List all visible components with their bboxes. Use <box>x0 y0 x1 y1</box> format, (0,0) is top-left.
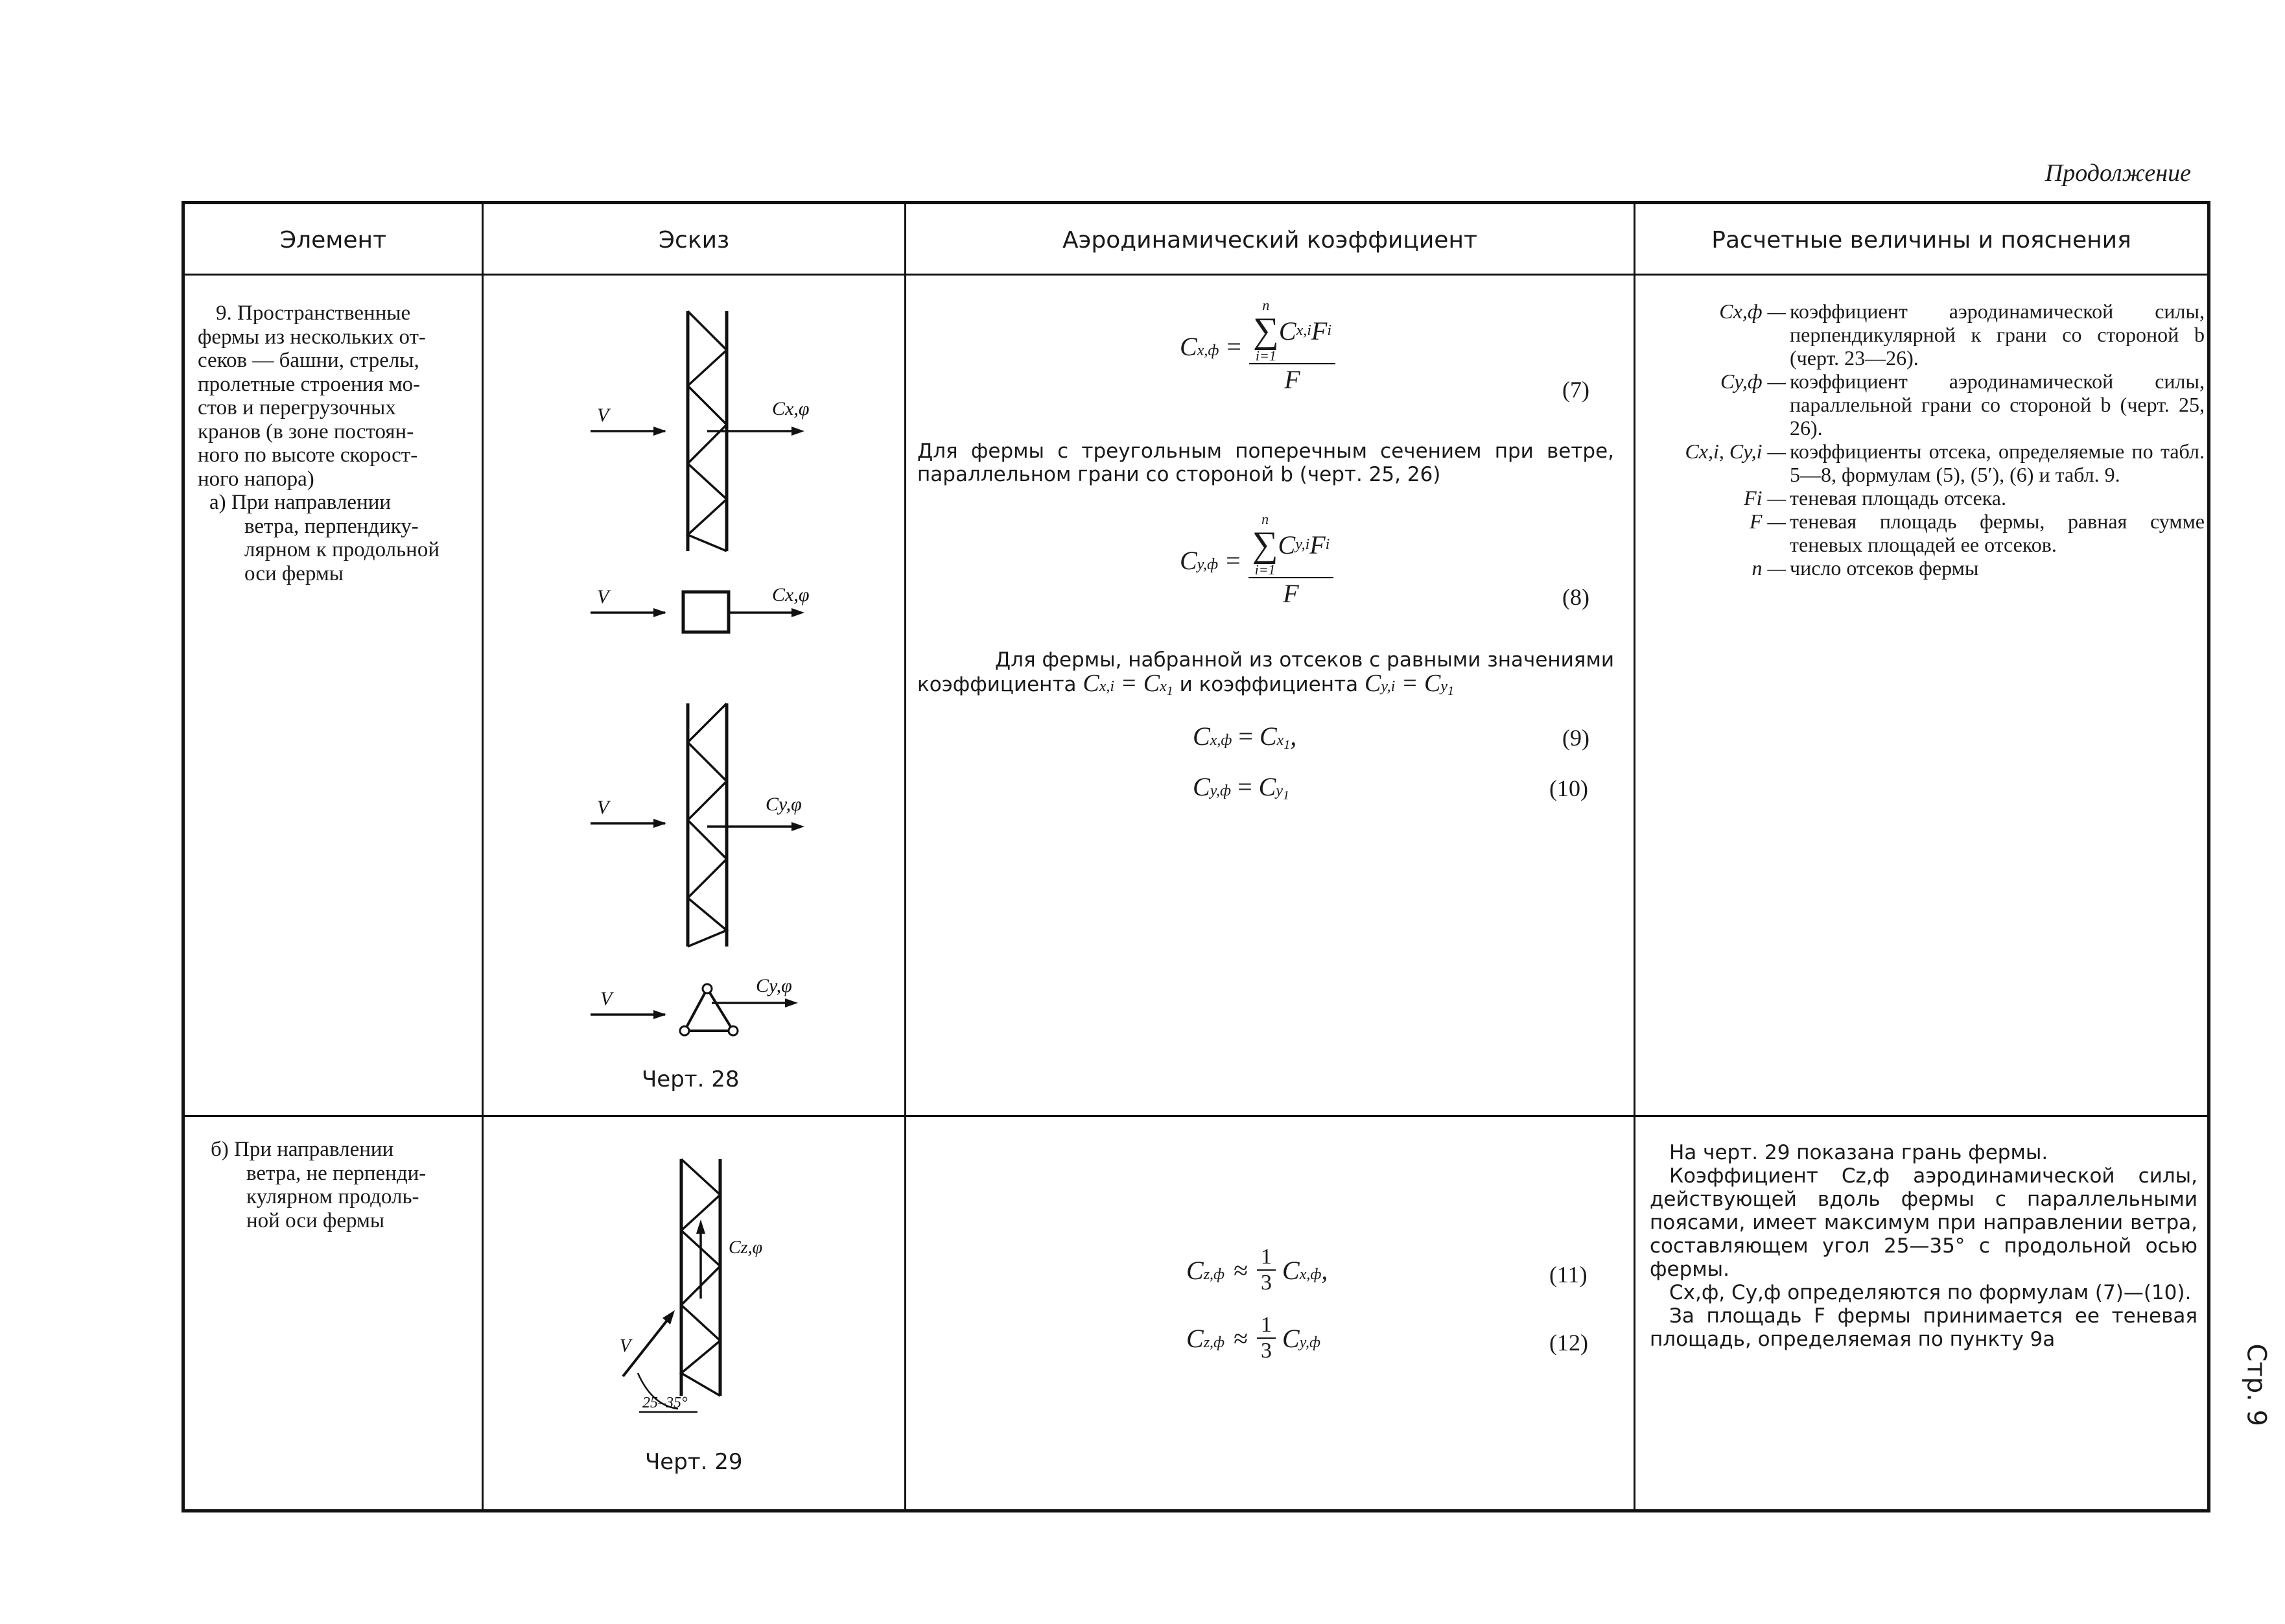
sketch-label-v: V <box>600 988 615 1009</box>
element-line: кулярном продоль- <box>246 1185 419 1208</box>
row2-element: б) При направлении ветра, не перпенди- к… <box>211 1138 476 1232</box>
equation-9: Cx,ф = Cx1, <box>1193 722 1297 752</box>
element-subline: лярном к продольной <box>244 538 439 561</box>
explanation-paragraph: На черт. 29 показана грань фермы. <box>1669 1141 2048 1164</box>
element-subline: а) При направлении <box>209 491 392 514</box>
element-line: ного по высоте скорост- <box>198 443 418 467</box>
definition-item: Fi —теневая площадь отсека. <box>1744 486 2006 510</box>
sketch-label-v: V <box>597 405 611 426</box>
row1-element: 9. Пространственные фермы из нескольких … <box>198 301 476 585</box>
row2-explanation: На черт. 29 показана грань фермы. Коэффи… <box>1650 1141 2197 1351</box>
explanation-paragraph: Коэффициент Cz,ф аэродинамической силы, … <box>1650 1164 2197 1281</box>
sketch-label-angle: 25–35° <box>642 1395 688 1411</box>
text-triangular: Для фермы с треугольным поперечным сечен… <box>917 440 1614 486</box>
element-line: ветра, не перпенди- <box>246 1161 427 1185</box>
explanation-paragraph: За площадь F фермы принимается ее тенева… <box>1650 1304 2197 1351</box>
equation-10: Cy,ф = Cy1 <box>1193 772 1289 803</box>
header-element: Элемент <box>279 226 387 253</box>
sketch-label-cx: Cx,φ <box>772 398 809 419</box>
element-line: ной оси фермы <box>246 1208 385 1232</box>
sketch-29: V Cz,φ 25–35° <box>620 1158 762 1413</box>
eq9-number: (9) <box>1562 725 1589 751</box>
header-sketch: Эскиз <box>658 226 730 253</box>
sketch-28-caption: Черт. 28 <box>642 1066 740 1092</box>
explanation-paragraph: Cx,ф, Cy,ф определяются по формулам (7)—… <box>1669 1281 2192 1304</box>
element-subline: ветра, перпендику- <box>244 514 419 538</box>
row1-definitions: Cx,ф —коэффициент аэродинамической силы,… <box>1650 300 2205 580</box>
eq11-number: (11) <box>1549 1262 1588 1288</box>
element-line: секов — башни, стрелы, <box>198 349 419 372</box>
eq8-number: (8) <box>1562 584 1589 610</box>
element-line: кранов (в зоне постоян- <box>198 419 414 443</box>
sketch-label-cy: Cy,φ <box>766 794 802 815</box>
sketch-label-cx: Cx,φ <box>772 584 809 606</box>
element-line: б) При направлении <box>211 1138 394 1161</box>
definition-item: Cx,i, Cy,i —коэффициенты отсека, определ… <box>1685 440 2205 486</box>
element-line: пролетные строения мо- <box>198 372 421 396</box>
continuation-label: Продолжение <box>2045 159 2191 187</box>
sketch-28: V Cx,φ V Cx,φ V Cy,φ V Cy,φ <box>591 310 809 1037</box>
element-line: фермы из нескольких от- <box>198 325 426 349</box>
definition-item: Cx,ф —коэффициент аэродинамической силы,… <box>1719 300 2205 370</box>
eq12-number: (12) <box>1549 1330 1588 1356</box>
element-subline: оси фермы <box>244 561 344 585</box>
definition-item: Cy,ф —коэффициент аэродинамической силы,… <box>1720 370 2205 440</box>
text-equal-compartments: Для фермы, набранной из отсеков с равным… <box>917 648 1614 698</box>
sketch-29-caption: Черт. 29 <box>645 1449 743 1475</box>
element-line: ного напора) <box>198 467 314 491</box>
element-line: стов и перегрузочных <box>198 396 396 419</box>
definition-item: F —теневая площадь фермы, равная сумме т… <box>1750 510 2205 556</box>
sketch-label-v: V <box>597 586 611 607</box>
element-line: 9. Пространственные <box>216 301 411 325</box>
page-number: Стр. 9 <box>2241 1343 2271 1427</box>
header-explanations: Расчетные величины и пояснения <box>1711 226 2131 253</box>
sketch-label-v: V <box>597 797 611 818</box>
sketch-label-v: V <box>620 1336 633 1356</box>
eq7-lhs: Cx,ф <box>1180 332 1219 361</box>
eq10-number: (10) <box>1549 775 1588 801</box>
sketch-label-cz: Cz,φ <box>729 1238 762 1258</box>
definition-item: n —число отсеков фермы <box>1752 556 1979 580</box>
sketch-label-cy: Cy,φ <box>756 975 792 996</box>
header-coefficient: Аэродинамический коэффициент <box>1062 226 1477 253</box>
eq7-number: (7) <box>1562 377 1589 403</box>
